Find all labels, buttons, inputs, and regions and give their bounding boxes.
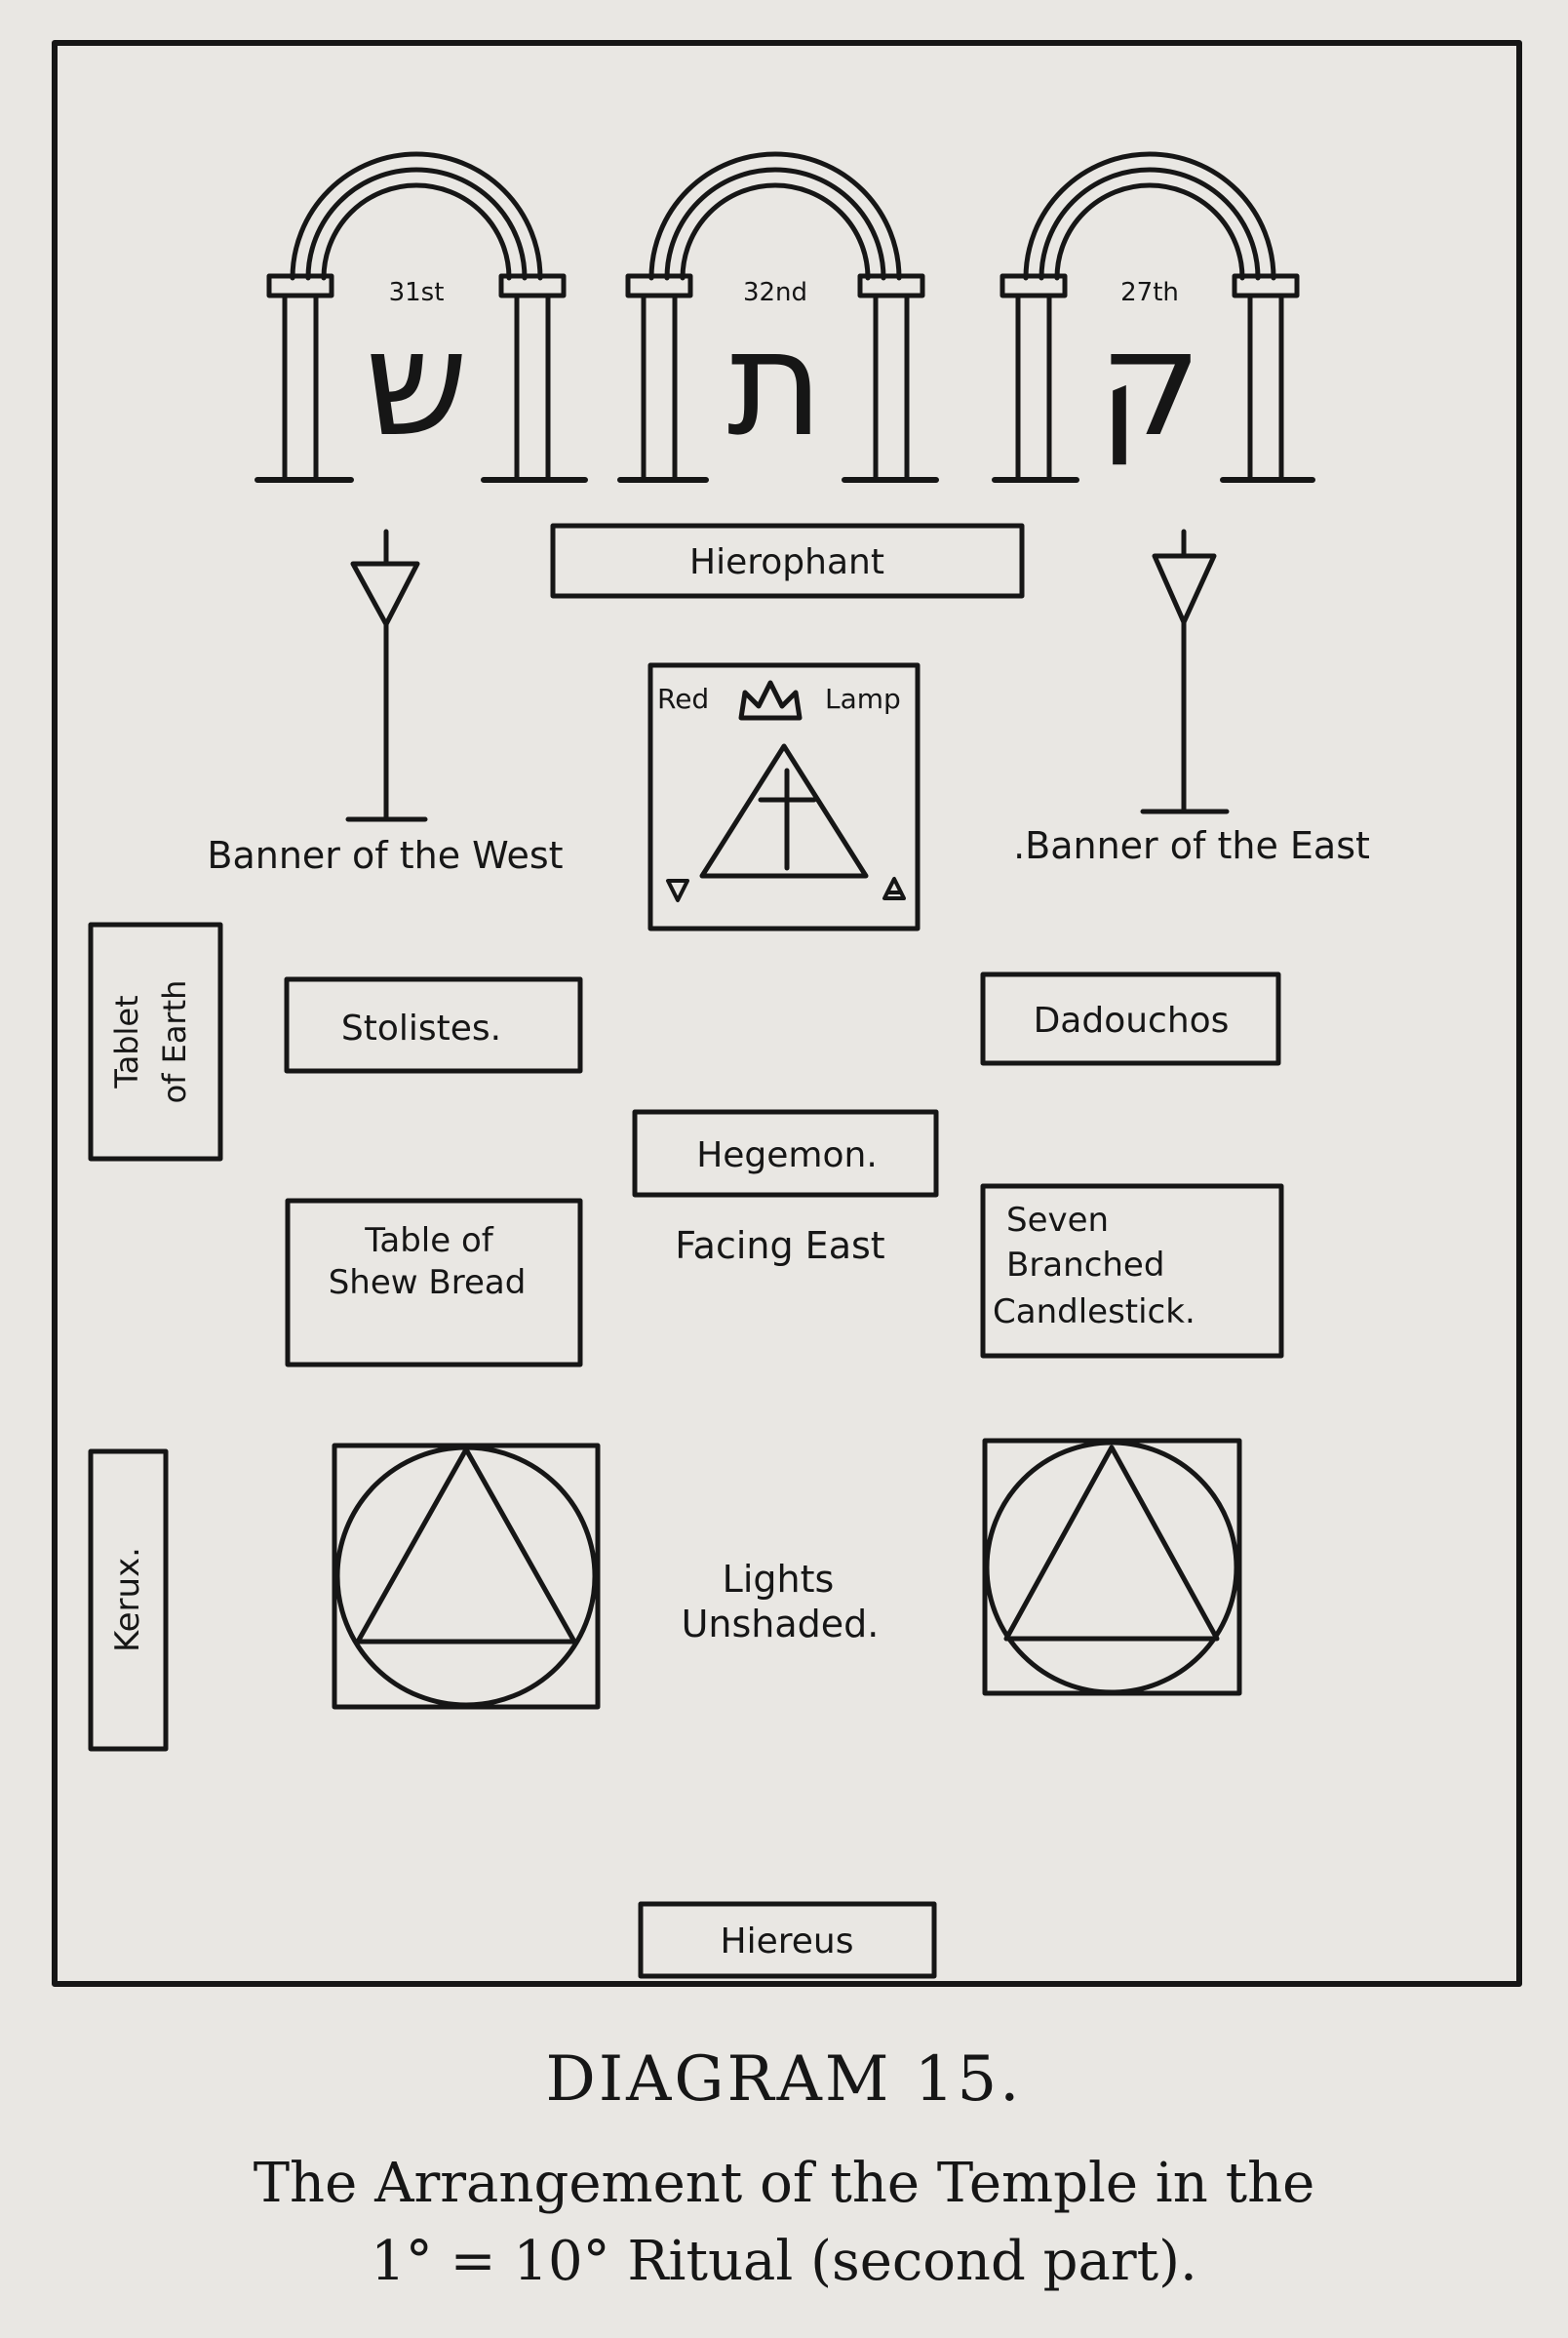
light-left-circle [334, 1445, 598, 1708]
tablet-line2: of Earth [156, 980, 193, 1104]
arch-32-letter: ת [727, 299, 824, 469]
hierophant-label: Hierophant [689, 542, 884, 582]
stolistes-station: Stolistes. [284, 976, 583, 1074]
stolistes-label: Stolistes. [341, 1009, 501, 1049]
red-label: Red [657, 683, 709, 715]
candlestick-line2: Branched [1006, 1246, 1164, 1285]
light-right [982, 1438, 1242, 1696]
caption-line-1: The Arrangement of the Temple in the [253, 2152, 1315, 2215]
light-left-triangle [355, 1446, 577, 1645]
arch-27-number: 27th [1120, 278, 1179, 307]
altar-triangle [699, 743, 869, 879]
lights-line2: Unshaded. [682, 1603, 880, 1645]
banner-of-the-west: Banner of the West [207, 529, 564, 877]
table-of-shew-bread: Table of Shew Bread [285, 1198, 583, 1367]
diagram-title: DIAGRAM 15. [545, 2043, 1023, 2116]
light-left [332, 1443, 601, 1710]
caption-line-2: 1° = 10° Ritual (second part). [371, 2230, 1197, 2293]
lamp-label: Lamp [825, 683, 901, 715]
altar: Red Lamp [647, 662, 921, 931]
hiereus-station: Hiereus [638, 1901, 937, 1979]
candlestick-line1: Seven [1006, 1201, 1109, 1240]
shew-bread-line1: Table of [364, 1221, 494, 1260]
arch-31: 31st ש [255, 151, 588, 483]
candlestick-line3: Candlestick. [993, 1292, 1196, 1331]
dadouchos-label: Dadouchos [1034, 1001, 1230, 1041]
light-right-triangle [1003, 1445, 1220, 1642]
banner-west-label: Banner of the West [207, 834, 563, 877]
arch-27: 27th ק [992, 151, 1315, 483]
tablet-of-earth: Tablet of Earth [88, 922, 223, 1162]
fire-triangle-icon [882, 877, 906, 900]
shew-bread-line2: Shew Bread [329, 1263, 527, 1302]
arch-32-number: 32nd [743, 278, 807, 307]
arch-31-number: 31st [389, 278, 445, 307]
banner-east-label: .Banner of the East [1013, 824, 1370, 867]
kerux-station: Kerux. [88, 1448, 169, 1752]
dadouchos-station: Dadouchos [980, 971, 1281, 1066]
red-lamp-icon [738, 680, 803, 721]
hiereus-label: Hiereus [721, 1922, 854, 1962]
lights-line1: Lights [723, 1558, 835, 1601]
arch-27-letter: ק [1098, 299, 1201, 469]
facing-east-label: Facing East [675, 1224, 884, 1267]
water-triangle-icon [666, 879, 689, 902]
hegemon-station: Hegemon. [632, 1109, 939, 1198]
arch-31-letter: ש [365, 299, 468, 469]
tablet-line1: Tablet [108, 995, 145, 1089]
altar-cross [758, 768, 817, 871]
arch-32: 32nd ת [617, 151, 939, 483]
seven-branched-candlestick: Seven Branched Candlestick. [980, 1183, 1284, 1359]
light-right-circle [984, 1440, 1239, 1695]
temple-border [52, 40, 1522, 1987]
hierophant-station: Hierophant [550, 523, 1025, 599]
kerux-label: Kerux. [108, 1547, 147, 1652]
hegemon-label: Hegemon. [696, 1135, 878, 1175]
banner-of-the-east: .Banner of the East [1013, 529, 1370, 867]
